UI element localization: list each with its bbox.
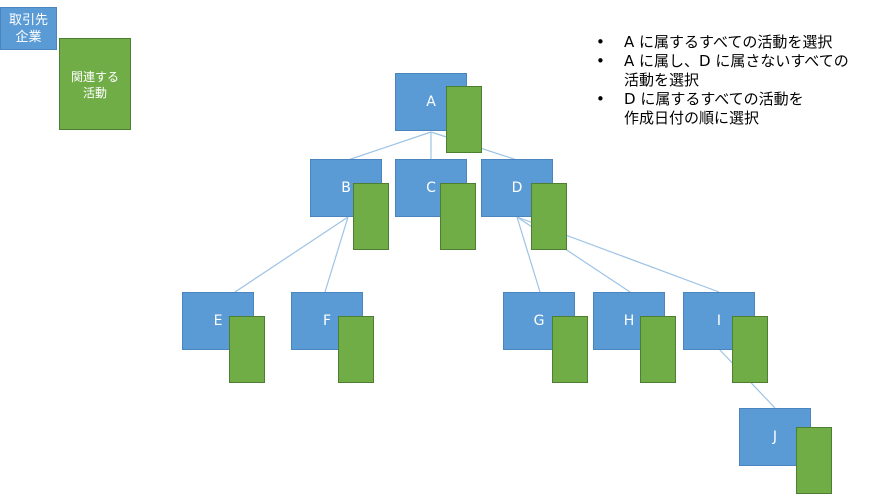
activity-g [552,316,588,383]
activity-h [640,316,676,383]
bullet-icon: • [596,52,605,70]
note-3-line-2: 作成日付の順に選択 [624,109,760,127]
note-2-line-2: 活動を選択 [624,71,700,89]
node-i-label: I [716,313,722,329]
activity-d [531,183,567,250]
legend-activity-line-1: 関連する [70,70,119,84]
link-b-f [324,216,349,293]
node-d-label: D [511,180,523,196]
node-h-label: H [623,313,635,329]
activity-c [440,183,476,250]
activity-j [796,427,832,494]
note-3-line-1: D に属するすべての活動を [624,90,804,108]
node-b-label: B [341,180,351,196]
legend-company-line-2: 企業 [15,29,42,45]
activity-e [229,316,265,383]
activity-b [353,183,389,250]
note-1-line-1: A に属するすべての活動を選択 [624,33,833,51]
activity-a [446,86,482,153]
note-2-line-1: A に属し、D に属さないすべての [624,52,849,70]
activity-i [732,316,768,383]
activity-f [338,316,374,383]
node-e-label: E [213,313,223,329]
link-a-b [347,131,432,161]
link-d-g [516,216,541,293]
node-f-label: F [322,313,332,329]
bullet-icon: • [596,33,605,51]
node-g-label: G [533,313,545,329]
link-b-e [234,216,349,293]
legend-company-line-1: 取引先 [8,12,48,28]
legend-activity-line-2: 活動 [82,86,107,100]
note-item: • D に属するすべての活動を 作成日付の順に選択 [596,90,849,128]
node-c-label: C [426,180,436,196]
note-item: • A に属し、D に属さないすべての 活動を選択 [596,52,849,90]
query-notes: • A に属するすべての活動を選択 • A に属し、D に属さないすべての 活動… [596,33,849,128]
note-item: • A に属するすべての活動を選択 [596,33,849,52]
node-j-label: J [772,429,778,445]
bullet-icon: • [596,90,605,108]
legend-activity-box: 関連する 活動 [59,38,131,130]
legend-company-box: 取引先 企業 [0,7,57,50]
node-a-label: A [426,94,436,110]
